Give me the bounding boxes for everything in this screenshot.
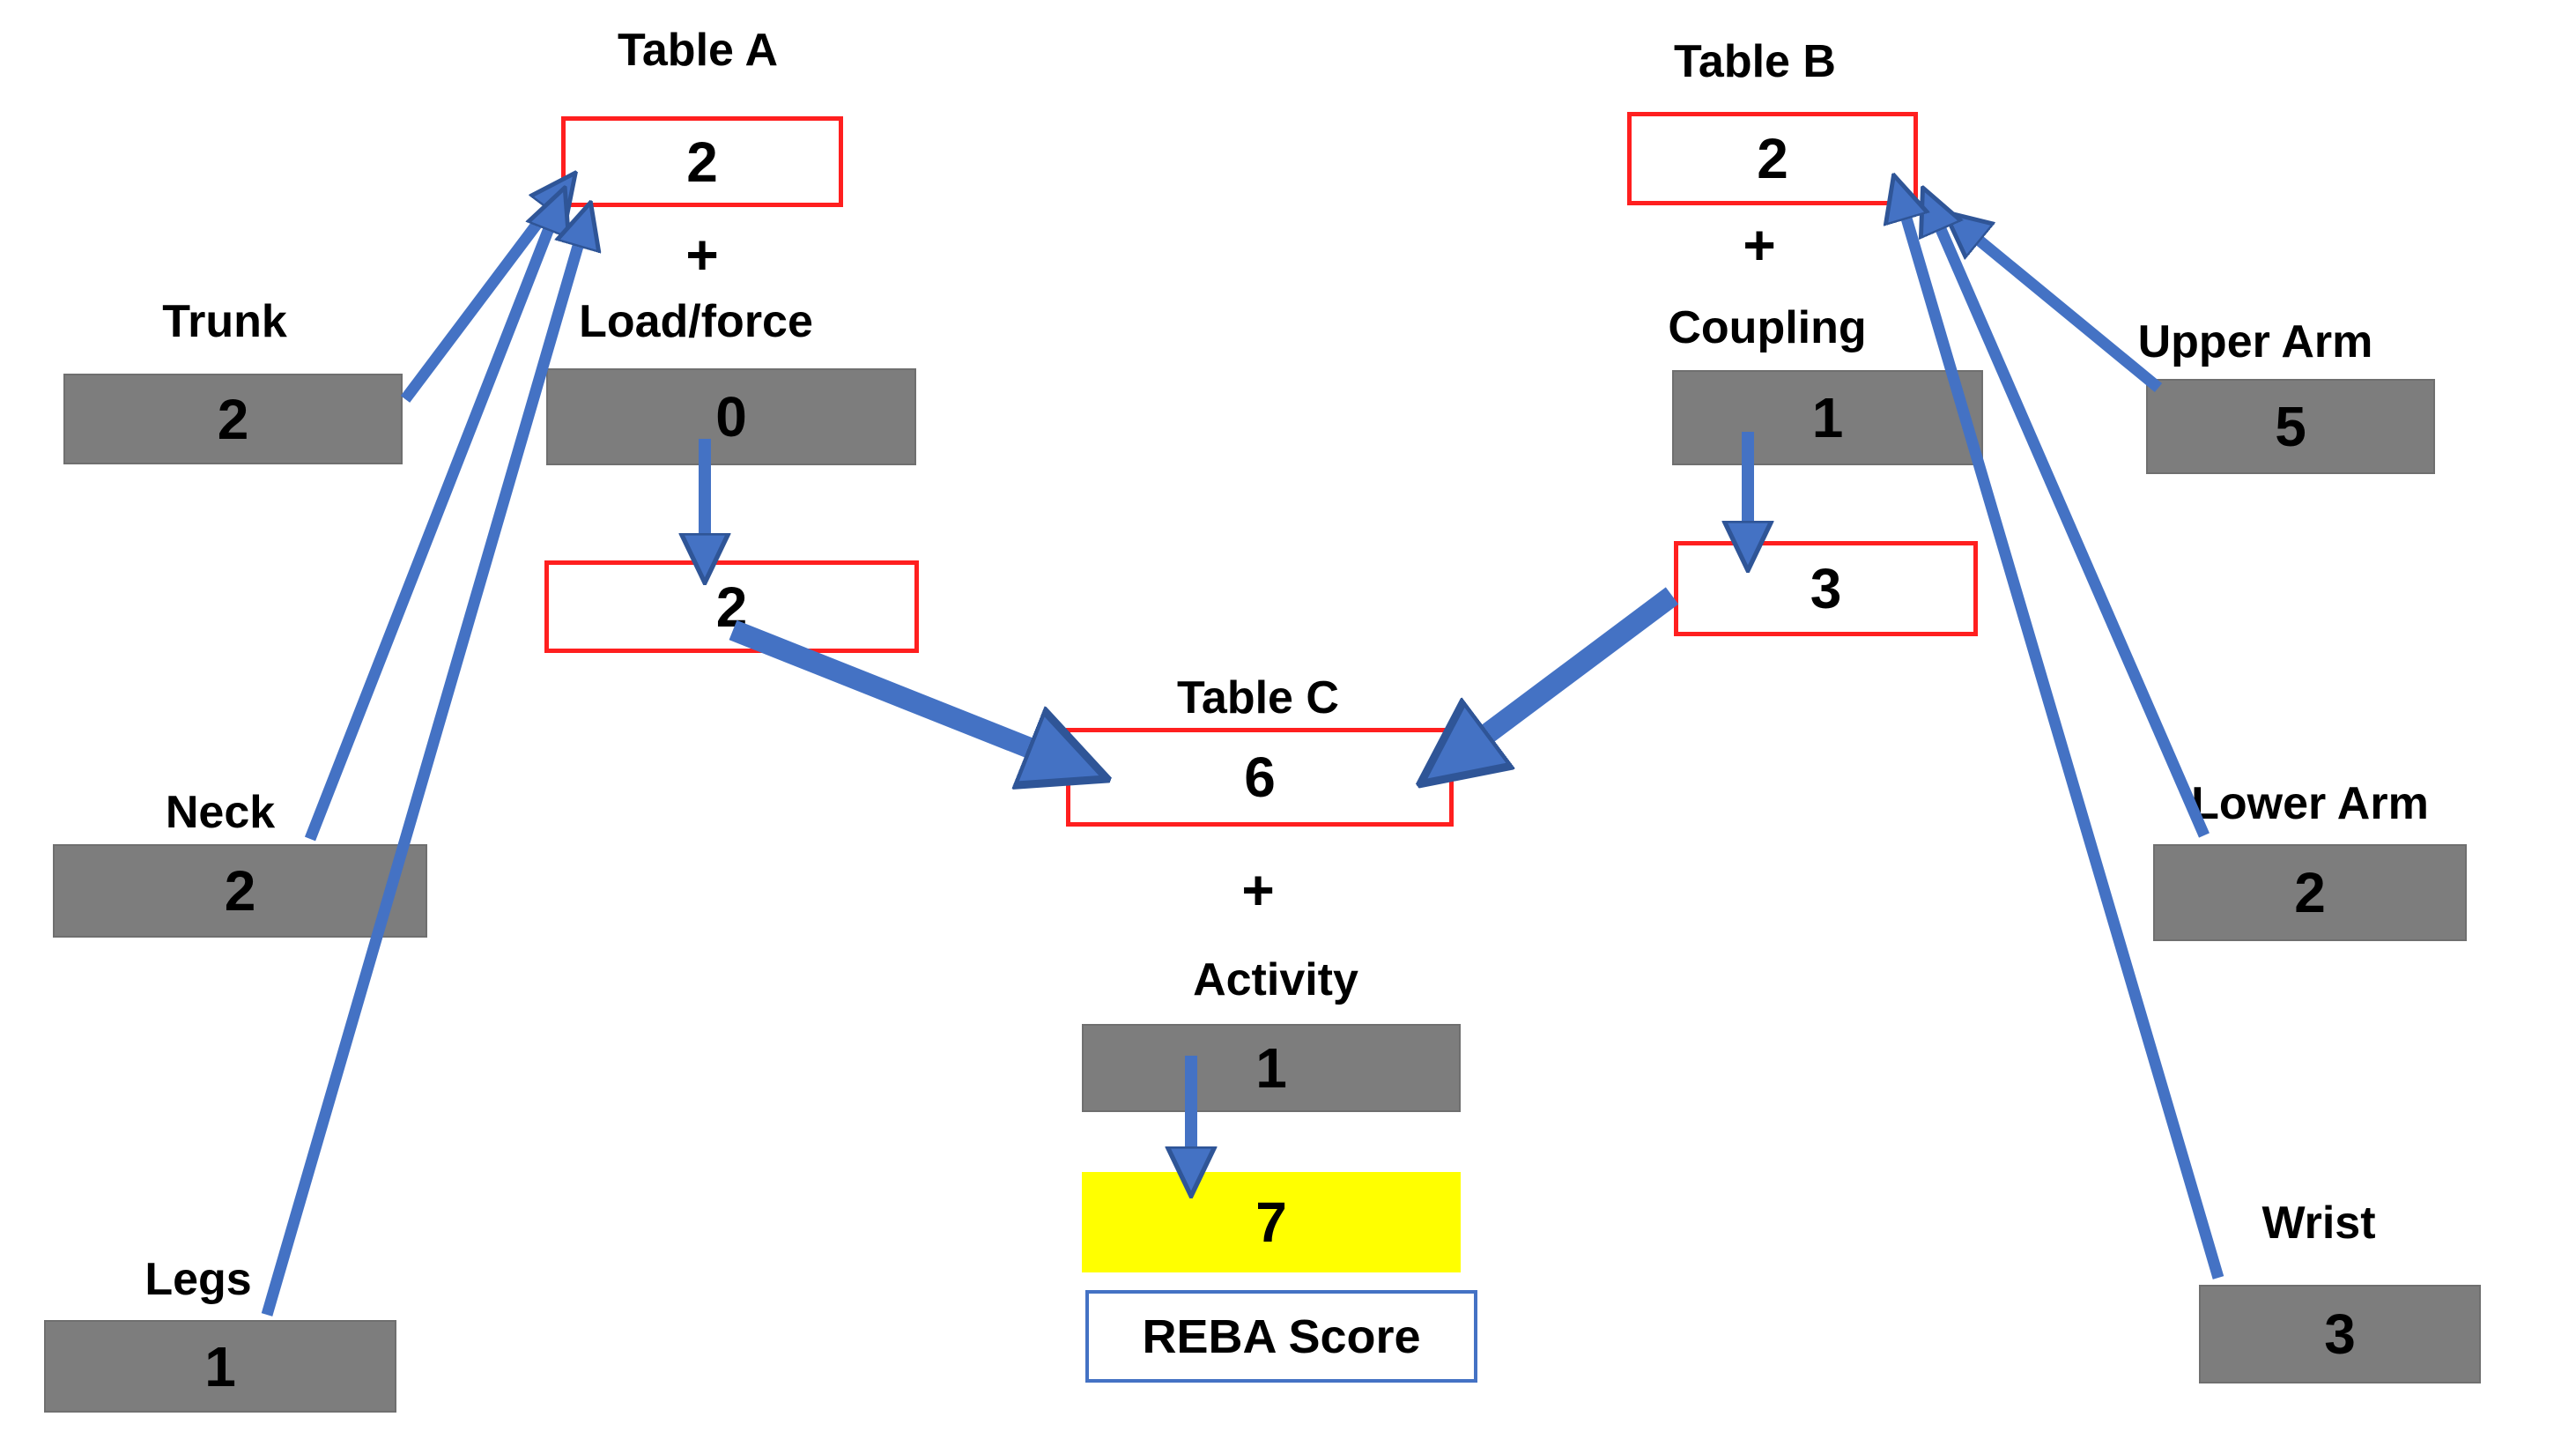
plus-sign-a: + xyxy=(685,223,719,286)
arrow-score-b-to-table-c xyxy=(1432,587,1679,775)
table-a-score-box: 2 xyxy=(561,116,843,207)
wrist-label: Wrist xyxy=(2261,1198,2376,1249)
table-b-score-box: 2 xyxy=(1627,112,1918,205)
score-a-box: 2 xyxy=(544,560,919,653)
neck-score-value: 2 xyxy=(224,859,256,923)
trunk-score-value: 2 xyxy=(217,387,249,451)
score-b-box: 3 xyxy=(1674,541,1978,636)
upper-arm-score-value: 5 xyxy=(2275,395,2306,458)
lower-arm-score-value: 2 xyxy=(2294,861,2326,924)
final-score-value: 7 xyxy=(1255,1191,1287,1254)
final-score-box: 7 xyxy=(1082,1172,1461,1272)
reba-score-label: REBA Score xyxy=(1142,1309,1421,1363)
legs-label: Legs xyxy=(144,1254,252,1305)
wrist-score-box: 3 xyxy=(2199,1285,2481,1383)
coupling-label: Coupling xyxy=(1668,302,1867,353)
legs-score-box: 1 xyxy=(44,1320,396,1413)
arrow-trunk-to-table-a xyxy=(400,179,571,403)
table-a-score-value: 2 xyxy=(686,130,718,194)
reba-score-box: REBA Score xyxy=(1085,1290,1477,1383)
activity-score-value: 1 xyxy=(1255,1036,1287,1100)
trunk-label: Trunk xyxy=(162,296,287,347)
arrow-lower-arm-to-table-b xyxy=(1926,195,2210,838)
table-b-label: Table B xyxy=(1674,36,1836,87)
plus-sign-c: + xyxy=(1241,858,1275,922)
arrow-neck-to-table-a xyxy=(304,195,562,842)
wrist-score-value: 3 xyxy=(2324,1302,2356,1366)
activity-label: Activity xyxy=(1193,954,1358,1005)
neck-score-box: 2 xyxy=(53,844,427,938)
upper-arm-label: Upper Arm xyxy=(2137,316,2373,367)
upper-arm-score-box: 5 xyxy=(2146,379,2435,474)
score-a-value: 2 xyxy=(715,575,748,639)
table-b-score-value: 2 xyxy=(1757,127,1788,190)
coupling-score-value: 1 xyxy=(1811,386,1844,449)
table-c-score-value: 6 xyxy=(1244,745,1276,809)
neck-label: Neck xyxy=(165,787,276,838)
lower-arm-label: Lower Arm xyxy=(2191,778,2429,829)
plus-sign-b: + xyxy=(1743,213,1776,277)
lower-arm-score-box: 2 xyxy=(2153,844,2467,941)
coupling-score-box: 1 xyxy=(1672,370,1983,465)
load-force-label: Load/force xyxy=(579,296,813,347)
score-b-value: 3 xyxy=(1810,557,1842,620)
load-force-score-box: 0 xyxy=(546,368,916,465)
arrow-upper-arm-to-table-b xyxy=(1951,217,2163,393)
trunk-score-box: 2 xyxy=(63,374,403,464)
legs-score-value: 1 xyxy=(204,1334,236,1398)
load-force-score-value: 0 xyxy=(715,385,747,449)
table-c-label: Table C xyxy=(1177,672,1339,723)
table-a-label: Table A xyxy=(617,25,779,76)
table-c-score-box: 6 xyxy=(1066,728,1454,827)
activity-score-box: 1 xyxy=(1082,1024,1461,1112)
